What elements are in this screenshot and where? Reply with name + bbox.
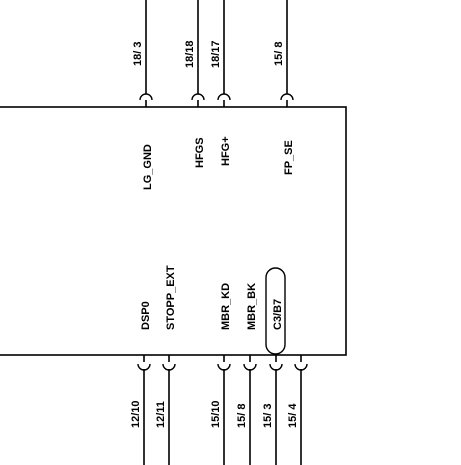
bottom-signal-3: MBR_KD (220, 283, 232, 330)
top-connector-3 (217, 93, 231, 101)
top-pin-3: 18/17 HFG+ (210, 0, 232, 166)
bottom-signal-4: MBR_BK (246, 283, 258, 330)
top-signal-2: HFGS (194, 137, 206, 168)
module-box (0, 106, 347, 356)
top-pin-ref-2: 18/18 (184, 40, 196, 68)
top-connector-2 (191, 93, 205, 101)
bottom-pin-ref-3: 15/10 (210, 400, 222, 428)
top-pin-1: 18/ 3 LG_GND (132, 0, 154, 190)
bottom-pin-ref-2: 12/11 (155, 401, 167, 428)
bottom-pin-4: 15/ 8 MBR_BK (236, 283, 258, 465)
top-connector-1 (139, 93, 153, 101)
top-connector-4 (280, 93, 294, 101)
top-signal-3: HFG+ (220, 136, 232, 166)
top-pin-4: 15/ 8 FP_SE (273, 0, 295, 175)
bottom-signal-2: STOPP_EXT (165, 265, 177, 330)
top-signal-4: FP_SE (283, 140, 295, 175)
bottom-pin-5: 15/ 3 C3/B7 (262, 267, 286, 465)
bottom-signal-1: DSP0 (140, 301, 152, 330)
bottom-pin-6: 15/ 4 (287, 355, 308, 465)
top-pin-ref-4: 15/ 8 (273, 42, 285, 66)
bottom-pin-3: 15/10 MBR_KD (210, 283, 232, 465)
top-pin-2: 18/18 HFGS (184, 0, 206, 168)
bottom-signal-5: C3/B7 (272, 299, 284, 330)
bottom-pin-ref-1: 12/10 (130, 400, 142, 428)
bottom-pin-ref-5: 15/ 3 (262, 404, 274, 428)
top-pin-ref-1: 18/ 3 (132, 42, 144, 66)
bottom-pin-2: 12/11 STOPP_EXT (155, 265, 177, 465)
bottom-pin-1: 12/10 DSP0 (130, 301, 152, 465)
bottom-pin-ref-6: 15/ 4 (287, 403, 299, 428)
bottom-pin-ref-4: 15/ 8 (236, 404, 248, 428)
top-pin-ref-3: 18/17 (210, 40, 222, 68)
top-signal-1: LG_GND (142, 144, 154, 190)
jumper-oval (265, 267, 286, 355)
